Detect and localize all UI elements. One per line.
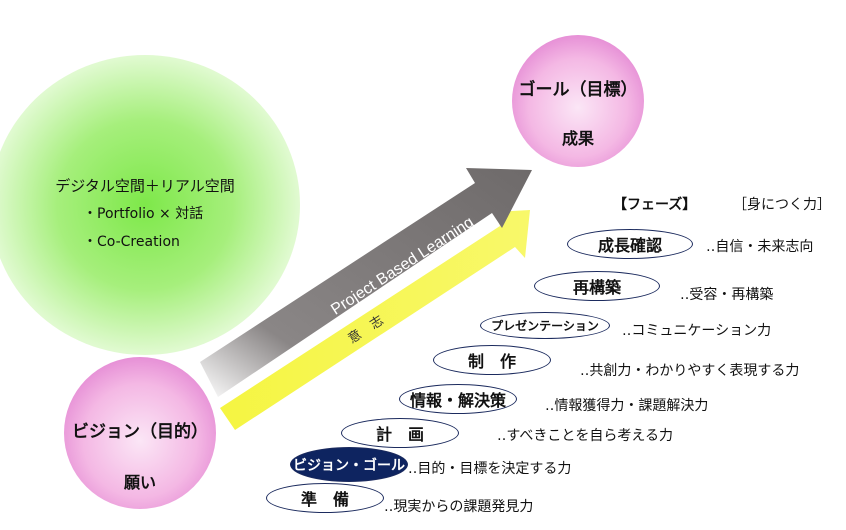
phase-vision-goal: ビジョン・ゴール <box>290 447 408 482</box>
phase-growth-check: 成長確認 <box>567 229 693 259</box>
skill-rebuild: ‥受容・再構築 <box>680 287 774 303</box>
phase-plan: 計 画 <box>341 418 459 448</box>
phase-preparation: 準 備 <box>266 483 384 513</box>
vision-circle: ビジョン（目的） 願い <box>64 357 216 509</box>
skill-preparation: ‥現実からの課題発見力 <box>384 499 534 515</box>
skill-vision-goal: ‥目的・目標を決定する力 <box>408 461 572 477</box>
vision-title: ビジョン（目的） <box>72 422 208 442</box>
idea-bullet-2: ・Co-Creation <box>83 234 180 250</box>
phase-rebuild: 再構築 <box>534 271 660 301</box>
skill-header: ［身につく力］ <box>733 197 831 213</box>
skill-information: ‥情報獲得力・課題解決力 <box>545 398 709 414</box>
idea-bullet-1: ・Portfolio × 対話 <box>83 206 204 222</box>
skill-production: ‥共創力・わかりやすく表現する力 <box>580 363 800 379</box>
phase-production: 制 作 <box>433 345 551 375</box>
goal-subtitle: 成果 <box>561 129 594 148</box>
phase-header: 【フェーズ】 <box>613 197 697 213</box>
skill-plan: ‥すべきことを自ら考える力 <box>497 428 673 444</box>
will-arrow <box>220 210 530 430</box>
vision-subtitle: 願い <box>123 473 156 492</box>
idea-blob: デジタル空間＋リアル空間 ・Portfolio × 対話 ・Co-Creatio… <box>0 55 300 355</box>
phase-presentation: プレゼンテーション <box>480 312 610 339</box>
phase-information: 情報・解決策 <box>399 384 517 414</box>
goal-circle: ゴール（目標） 成果 <box>512 35 644 167</box>
skill-growth-check: ‥自信・未来志向 <box>706 239 814 255</box>
skill-presentation: ‥コミュニケーション力 <box>622 323 772 339</box>
pbl-arrow <box>200 168 532 397</box>
idea-title: デジタル空間＋リアル空間 <box>55 177 235 195</box>
goal-title: ゴール（目標） <box>518 80 638 100</box>
